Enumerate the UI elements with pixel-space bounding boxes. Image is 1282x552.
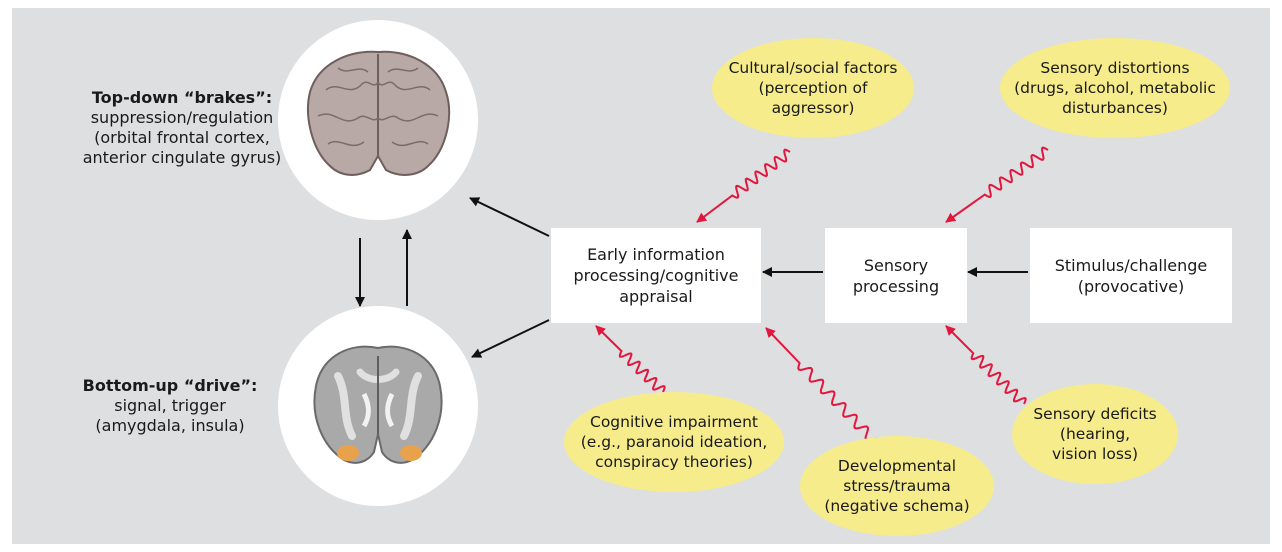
cultural-factors-ellipse: Cultural/social factors (perception of a…	[712, 38, 914, 138]
wavy-arrow-deficits	[945, 325, 1027, 405]
deficits-line-2: (hearing,	[1059, 425, 1131, 443]
cognitive-line-2: (e.g., paranoid ideation,	[580, 433, 768, 451]
deficits-line-1: Sensory deficits	[1033, 405, 1157, 423]
bottom-up-drive-label: Bottom-up “drive”: signal, trigger (amyg…	[60, 376, 280, 436]
sensory-processing-box: Sensory processing	[825, 228, 967, 323]
wavy-arrow-cognitive	[595, 325, 666, 393]
sensory-line-2: processing	[852, 276, 940, 296]
stimulus-box: Stimulus/challenge (provocative)	[1030, 228, 1232, 323]
cognitive-line-3: conspiracy theories)	[595, 453, 753, 471]
developmental-line-2: stress/trauma	[843, 477, 951, 495]
bottom-up-title: Bottom-up “drive”:	[82, 376, 258, 395]
top-brain-circle	[278, 20, 478, 220]
top-down-brakes-label: Top-down “brakes”: suppression/regulatio…	[82, 88, 282, 168]
distortions-line-3: disturbances)	[1062, 99, 1168, 117]
cultural-line-3: aggressor)	[771, 99, 855, 117]
right-amygdala-highlight	[400, 445, 422, 461]
top-down-line-2: (orbital frontal cortex,	[94, 128, 270, 147]
appraisal-box: Early information processing/cognitive a…	[551, 228, 761, 323]
sensory-line-1: Sensory	[863, 255, 929, 275]
appraisal-line-3: appraisal	[619, 287, 693, 306]
top-down-line-3: anterior cingulate gyrus)	[82, 148, 282, 167]
cognitive-impairment-ellipse: Cognitive impairment (e.g., paranoid ide…	[564, 392, 784, 492]
deficits-line-3: vision loss)	[1051, 445, 1139, 463]
cognitive-line-1: Cognitive impairment	[590, 413, 758, 431]
bottom-brain-circle	[278, 306, 478, 506]
appraisal-line-2: processing/cognitive	[573, 266, 739, 285]
wavy-arrow-distortions	[945, 146, 1049, 223]
top-down-title: Top-down “brakes”:	[91, 88, 273, 107]
cultural-line-1: Cultural/social factors	[728, 59, 898, 77]
appraisal-line-1: Early information	[587, 245, 725, 264]
developmental-line-1: Developmental	[837, 457, 957, 475]
sensory-deficits-ellipse: Sensory deficits (hearing, vision loss)	[1012, 384, 1178, 484]
stimulus-line-1: Stimulus/challenge	[1054, 255, 1208, 275]
left-amygdala-highlight	[337, 445, 359, 461]
wavy-arrow-developmental	[765, 327, 881, 446]
arrow-appraisal-to-bottom-brain	[471, 319, 550, 358]
distortions-line-1: Sensory distortions	[1040, 59, 1190, 77]
sensory-distortions-ellipse: Sensory distortions (drugs, alcohol, met…	[1000, 38, 1230, 138]
wavy-arrow-cultural	[696, 148, 791, 223]
brain-3d-frontal-icon	[307, 50, 451, 176]
cultural-line-2: (perception of	[758, 79, 868, 97]
bottom-up-line-2: (amygdala, insula)	[95, 416, 245, 435]
brain-coronal-section-icon	[313, 345, 443, 464]
developmental-line-3: (negative schema)	[824, 497, 970, 515]
arrow-appraisal-to-top-brain	[469, 197, 550, 237]
top-down-line-1: suppression/regulation	[90, 108, 274, 127]
developmental-stress-ellipse: Developmental stress/trauma (negative sc…	[800, 436, 994, 536]
bottom-up-line-1: signal, trigger	[114, 396, 226, 415]
distortions-line-2: (drugs, alcohol, metabolic	[1014, 79, 1216, 97]
stimulus-line-2: (provocative)	[1077, 276, 1185, 296]
